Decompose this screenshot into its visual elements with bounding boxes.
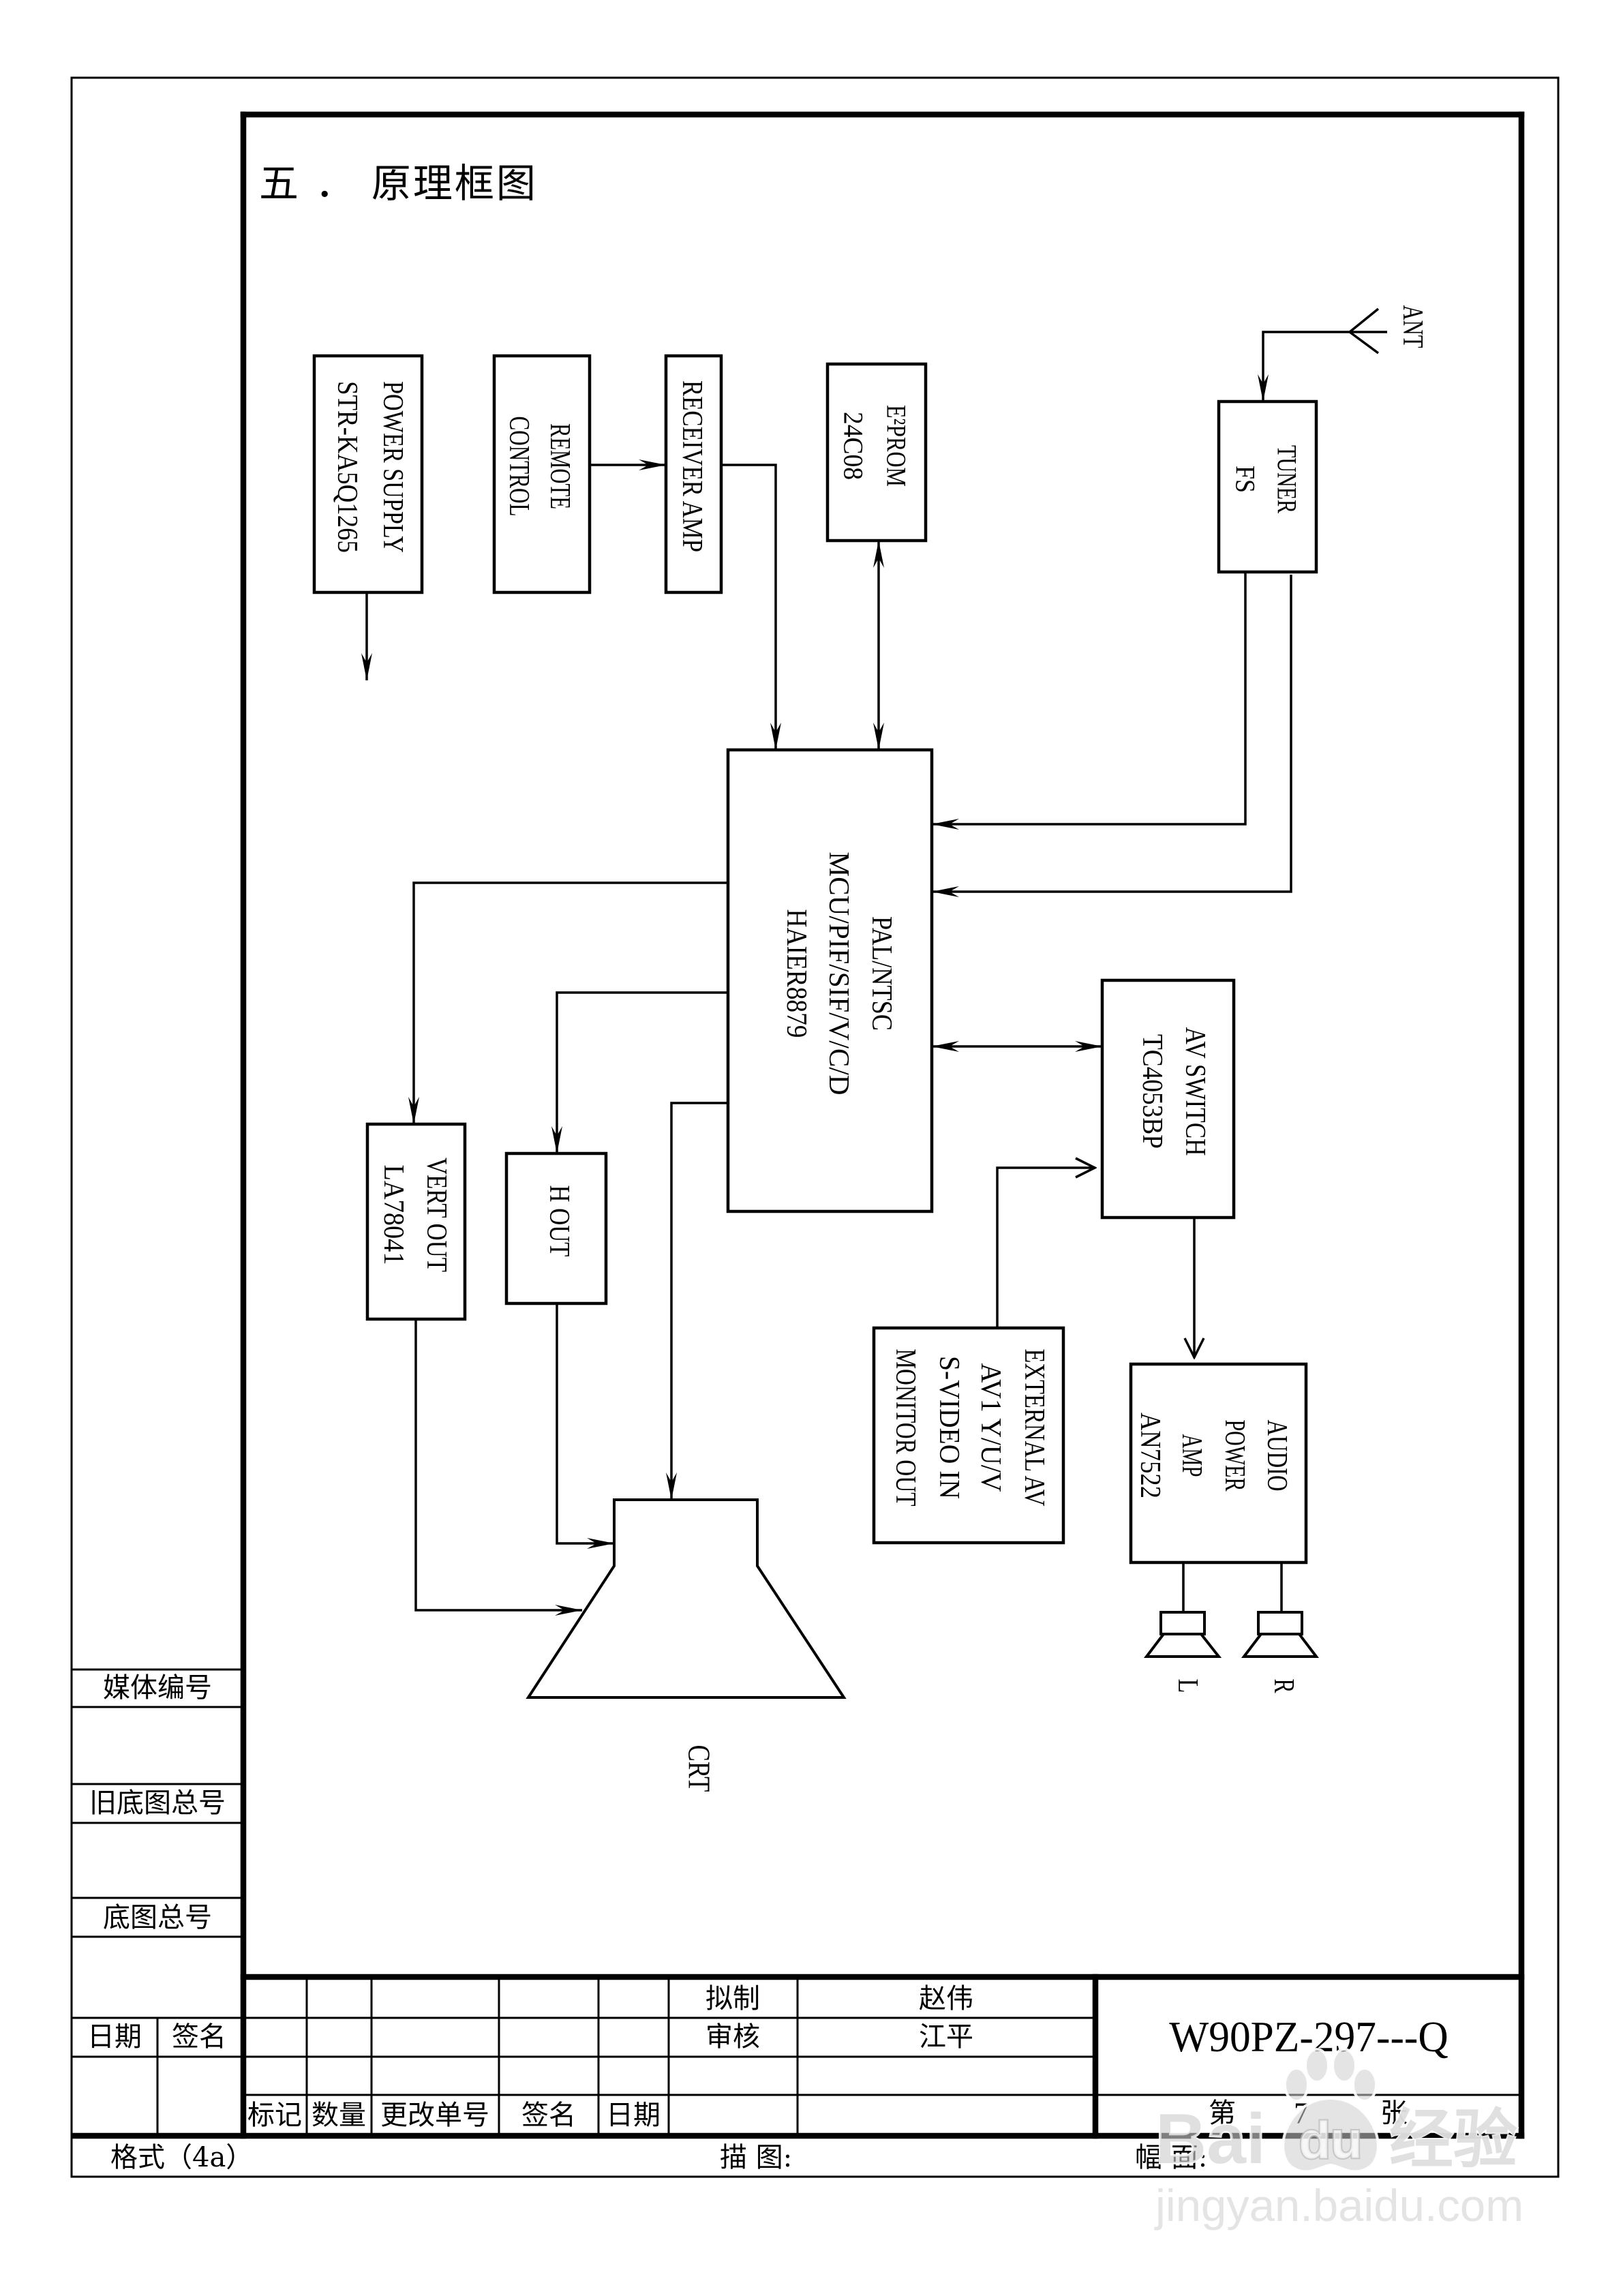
- eeprom-label: E²PROM: [881, 405, 912, 487]
- old-base-total-number-label: 旧底图总号: [89, 1787, 226, 1819]
- crt-label: CRT: [682, 1745, 717, 1792]
- external-av-to-switch-arrow: [996, 1168, 1095, 1328]
- external-av-label-line3: S-VIDEO IN: [933, 1356, 965, 1499]
- side-date-label: 日期: [87, 2021, 142, 2053]
- connections: [361, 331, 1387, 1616]
- antenna-arm: [1348, 307, 1380, 333]
- drafted-by: 赵伟: [919, 1983, 973, 2014]
- speaker-left-magnet: [1159, 1611, 1206, 1635]
- receiver-to-mcu-arrow: [721, 464, 781, 750]
- format-label: 格式（4a）: [110, 2142, 253, 2173]
- base-total-number-label: 底图总号: [103, 1902, 212, 1933]
- paw-toe: [1304, 2048, 1330, 2083]
- antenna-arm: [1348, 331, 1380, 354]
- eeprom-part-number: 24C08: [838, 412, 869, 480]
- side-signature-label: 签名: [172, 2021, 226, 2053]
- power-supply-block: [312, 354, 424, 594]
- external-av-label-line4: MONITOR OUT: [890, 1349, 921, 1507]
- power-supply-part-number: STR-KA5Q1265: [331, 381, 363, 553]
- paw-toe: [1284, 2067, 1309, 2102]
- external-av-label-line2: AV1 Y/U/V: [975, 1363, 1006, 1492]
- power-supply-label: POWER SUPPLY: [377, 381, 408, 553]
- receiver-amp-label: RECEIVER AMP: [676, 380, 708, 552]
- sheet-size-label: 幅 面:: [1135, 2142, 1207, 2173]
- header-change-order-number: 更改单号: [380, 2100, 489, 2131]
- vert-out-part-number: LA78041: [378, 1165, 409, 1265]
- title-block: 标记 数量 更改单号 签名 日期 拟制 赵伟 审核 江平 W90PZ-297--…: [243, 1977, 1521, 2136]
- media-number-label: 媒体编号: [103, 1672, 212, 1704]
- speaker-right-label: R: [1268, 1679, 1299, 1693]
- block-labels: POWER SUPPLY STR-KA5Q1265 REMOTE CONTROL…: [331, 305, 1428, 1792]
- reviewed-label: 审核: [706, 2021, 760, 2053]
- tuner-to-mcu-arrow-2: [932, 575, 1292, 897]
- receiver-amp-block: [664, 354, 723, 594]
- mcu-part-number: HAIER8879: [780, 909, 812, 1038]
- drawing-frame: [70, 76, 1560, 2178]
- tracing-label: 描 图:: [720, 2142, 792, 2173]
- speaker-left-icon: [1143, 1611, 1222, 1658]
- tuner-block: [1217, 399, 1318, 574]
- vert-out-label: VERT OUT: [421, 1158, 452, 1272]
- mcu-to-crt-arrow: [666, 1102, 728, 1500]
- header-signature: 签名: [521, 2100, 576, 2131]
- block-diagram: [312, 307, 1380, 1699]
- watermark-brand-left: Bai: [1155, 2100, 1266, 2179]
- header-quantity: 数量: [312, 2100, 366, 2131]
- antenna-label: ANT: [1397, 305, 1428, 348]
- audio-amp-block: [1129, 1362, 1308, 1565]
- paw-toe: [1352, 2067, 1378, 2102]
- tuner-to-mcu-arrow-1: [932, 572, 1247, 830]
- audio-amp-label-line1: AUDIO: [1261, 1420, 1292, 1492]
- external-av-block: [872, 1326, 1065, 1545]
- av-switch-label: AV SWITCH: [1179, 1027, 1211, 1156]
- antenna-icon: [1348, 307, 1380, 354]
- watermark: Bai du 经验 jingyan.baidu.com: [1153, 2048, 1525, 2232]
- speaker-right-magnet: [1257, 1611, 1303, 1635]
- paw-pad: [1281, 2096, 1380, 2173]
- paw-logo-icon: [1281, 2048, 1380, 2173]
- speaker-right-icon: [1241, 1611, 1320, 1658]
- av-switch-block: [1100, 978, 1236, 1220]
- mcu-to-vert-out-arrow: [408, 881, 728, 1124]
- mcu-to-h-out-arrow: [551, 991, 728, 1153]
- outer-border: [70, 76, 1560, 2178]
- av-switch-part-number: TC4053BP: [1136, 1034, 1168, 1149]
- remote-control-block: [492, 354, 592, 594]
- watermark-brand-cn: 经验: [1389, 2104, 1517, 2175]
- h-out-to-crt-arrow: [556, 1303, 614, 1549]
- speaker-right-cone: [1241, 1633, 1320, 1658]
- vert-out-to-crt-arrow: [414, 1319, 582, 1616]
- crt-icon: [526, 1498, 847, 1699]
- audio-amp-label-line3: AMP: [1176, 1434, 1207, 1477]
- speaker-left-cone: [1143, 1633, 1222, 1658]
- paw-toe: [1331, 2048, 1357, 2083]
- header-date: 日期: [606, 2100, 661, 2131]
- mcu-label-line1: PAL/NTSC: [866, 916, 897, 1031]
- audio-amp-label-line2: POWER: [1219, 1420, 1250, 1492]
- tuner-label: TUNER: [1272, 445, 1303, 513]
- sheet-prefix: 第: [1209, 2098, 1236, 2129]
- watermark-url: jingyan.baidu.com: [1154, 2180, 1523, 2231]
- tuner-part-label: FS: [1230, 466, 1261, 493]
- sheet-suffix: 张: [1380, 2098, 1408, 2129]
- external-av-label-line1: EXTERNAL AV: [1018, 1349, 1050, 1507]
- reviewed-by: 江平: [919, 2021, 973, 2053]
- watermark-brand-paw: du: [1299, 2112, 1363, 2170]
- footer: 格式（4a） 描 图: 幅 面:: [110, 2142, 1207, 2173]
- remote-control-label: REMOTE: [544, 423, 575, 509]
- speaker-left-label: L: [1172, 1679, 1203, 1693]
- remote-control-label-line2: CONTROL: [503, 417, 534, 517]
- audio-amp-part-number: AN7522: [1134, 1413, 1166, 1498]
- drafted-label: 拟制: [706, 1983, 760, 2014]
- mcu-label-line2: MCU/PIF/SIF/V/C/D: [823, 852, 854, 1096]
- antenna-to-tuner-arrow: [1258, 331, 1387, 402]
- header-mark: 标记: [247, 2100, 302, 2131]
- h-out-label: H OUT: [543, 1185, 575, 1257]
- side-panel: 媒体编号 旧底图总号 底图总号 日期 签名: [72, 1668, 243, 2136]
- section-title: 五 ． 原理框图: [259, 160, 538, 207]
- mcu-block: [726, 748, 934, 1213]
